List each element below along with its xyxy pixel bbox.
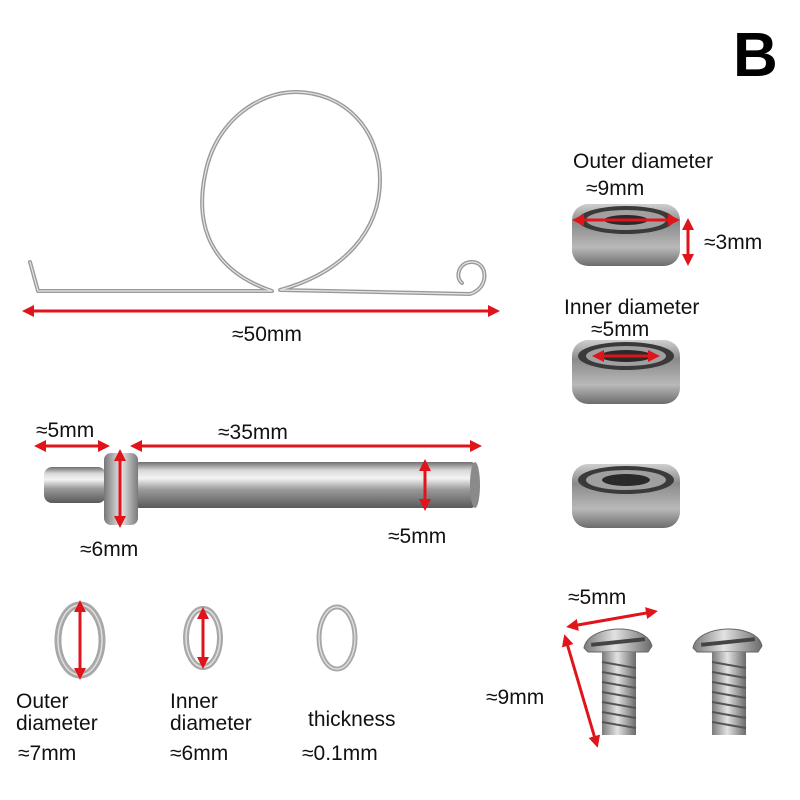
bearing-inner-title: Inner diameter — [564, 296, 700, 319]
corner-letter: B — [733, 21, 778, 90]
bearing-3 — [572, 464, 680, 528]
torsion-spring — [28, 90, 487, 296]
washer-thickness-value: ≈0.1mm — [302, 742, 378, 765]
collar-diameter-label: ≈6mm — [80, 538, 139, 561]
screw-head-arrow — [566, 607, 658, 631]
washer-thickness-label: thickness — [308, 708, 396, 731]
washer-inner-value: ≈6mm — [170, 742, 229, 765]
washer-outer-value: ≈7mm — [18, 742, 77, 765]
bearing-inner-value: ≈5mm — [591, 318, 650, 341]
screw-1 — [583, 628, 653, 735]
collar-length-label: ≈5mm — [36, 419, 95, 442]
screw-length-label: ≈9mm — [486, 686, 545, 709]
washer-inner-line1: Inner — [170, 690, 218, 713]
bearing-2 — [572, 340, 680, 404]
screw-2 — [692, 628, 763, 735]
washer-inner-line2: diameter — [170, 712, 252, 735]
shaft-length-label: ≈35mm — [218, 421, 288, 444]
bearing-width-value: ≈3mm — [704, 231, 763, 254]
screw-head-label: ≈5mm — [568, 586, 627, 609]
washer-thin — [316, 604, 358, 672]
washer-outer-line1: Outer — [16, 690, 69, 713]
shaft-diameter-label: ≈5mm — [388, 525, 447, 548]
bearing-outer-value: ≈9mm — [586, 177, 645, 200]
screw-length-arrow — [561, 634, 601, 748]
spring-length-label: ≈50mm — [232, 323, 302, 346]
washer-outer-line2: diameter — [16, 712, 98, 735]
shaft — [44, 453, 480, 525]
bearing-outer-title: Outer diameter — [573, 150, 714, 173]
bearing-1 — [572, 204, 680, 266]
